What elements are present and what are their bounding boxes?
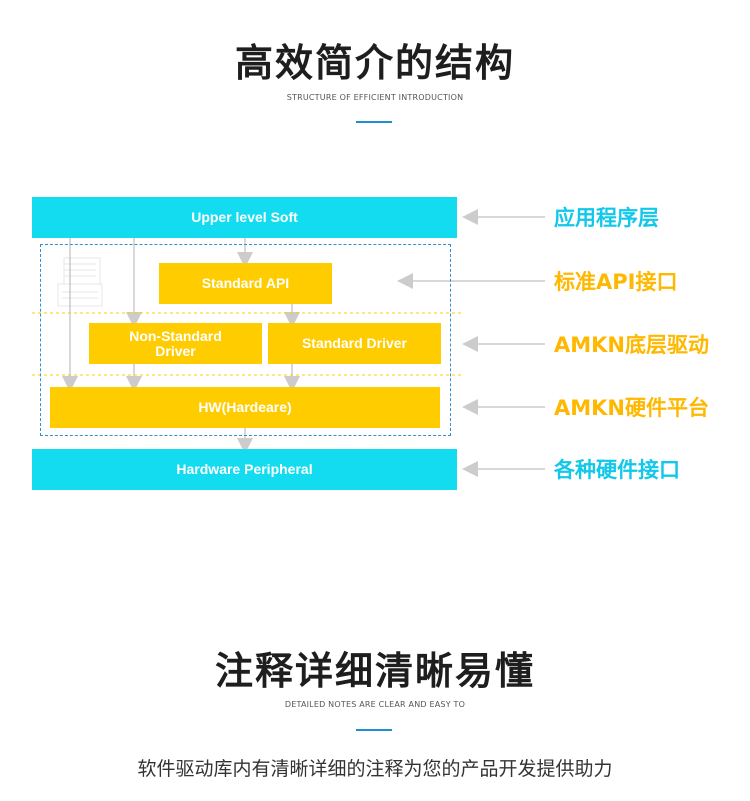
title-divider-2 [356,729,392,731]
label-api-iface: 标准API接口 [554,270,678,294]
title-divider [356,121,392,123]
standard-driver-box: Standard Driver [268,323,441,364]
section-title-2: 注释详细清晰易懂 [214,649,535,693]
section-title: 高效简介的结构 [234,41,515,85]
driver-frame [40,244,451,436]
standard-api-label: Standard API [201,275,290,291]
standard-driver-label: Standard Driver [301,335,408,351]
document-icon [57,257,103,307]
section-subtitle-2: DETAILED NOTES ARE CLEAR AND EASY TO [284,700,466,709]
label-hw-iface: 各种硬件接口 [554,458,680,482]
non-standard-driver-box: Non-Standard Driver [89,323,262,364]
hardware-peripheral-box: Hardware Peripheral [32,449,457,490]
upper-level-soft-box: Upper level Soft [32,197,457,238]
upper-level-soft-label: Upper level Soft [191,209,298,225]
hw-box: HW(Hardeare) [50,387,440,428]
label-driver-layer: AMKN底层驱动 [554,333,709,357]
non-standard-driver-label: Non-Standard Driver [129,327,222,359]
hw-label: HW(Hardeare) [198,399,292,415]
label-app-layer: 应用程序层 [554,206,659,230]
standard-api-box: Standard API [159,263,332,304]
section-description: 软件驱动库内有清晰详细的注释为您的产品开发提供助力 [137,758,613,780]
section-subtitle: STRUCTURE OF EFFICIENT INTRODUCTION [286,93,464,102]
hardware-peripheral-label: Hardware Peripheral [176,461,313,477]
label-hw-platform: AMKN硬件平台 [554,396,709,420]
